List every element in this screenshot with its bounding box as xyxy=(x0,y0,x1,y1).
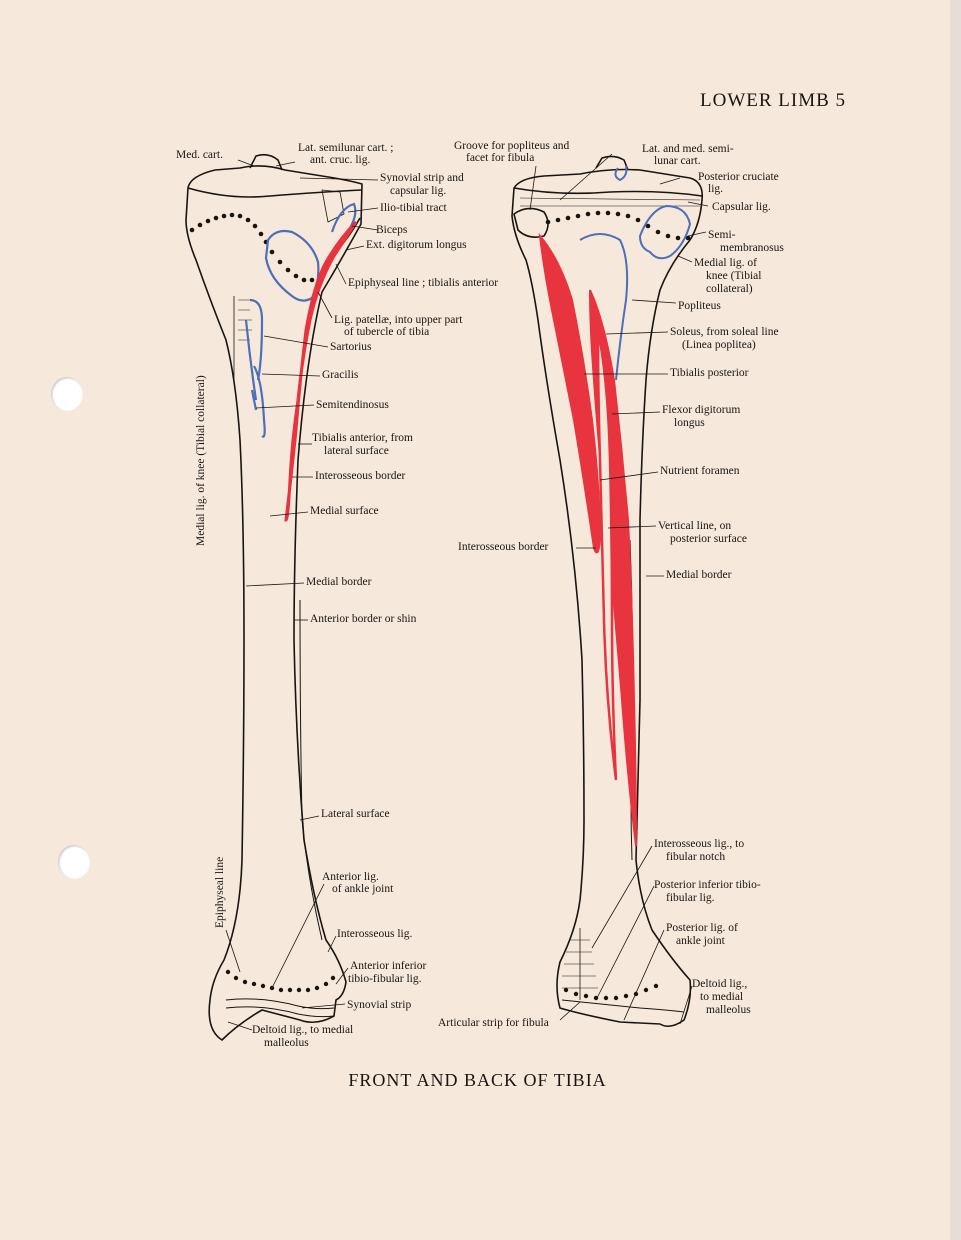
label-nutrient-foramen: Nutrient foramen xyxy=(660,465,740,477)
back-fibular-facet xyxy=(513,207,549,238)
label-to-medial: to medial xyxy=(700,991,744,1003)
label-back-medial-border: Medial border xyxy=(666,569,732,581)
label-back-malleolus: malleolus xyxy=(706,1004,751,1016)
label-lateral-surface: Lateral surface xyxy=(321,808,390,820)
label-posterior-inferior: Posterior inferior tibio- xyxy=(654,879,761,891)
leader-lines xyxy=(225,153,709,1031)
label-posterior-cruciate-lig: lig. xyxy=(708,183,724,195)
label-front-medial-border: Medial border xyxy=(306,576,372,588)
label-linea-poplitea: (Linea poplitea) xyxy=(682,339,756,351)
label-capsular-lig: capsular lig. xyxy=(390,185,447,197)
back-epiphyseal-dots xyxy=(545,210,691,1001)
label-posterior-surface: posterior surface xyxy=(670,533,747,545)
label-medial-lig-knee-vertical: Medial lig. of knee (Tibial collateral) xyxy=(195,375,207,546)
back-red-muscles xyxy=(538,232,637,847)
back-tibia-outline xyxy=(511,168,704,1028)
label-ext-digitorum-longus: Ext. digitorum longus xyxy=(366,239,467,251)
label-tibio-fibular-lig: tibio-fibular lig. xyxy=(348,973,422,985)
label-lunar-cart: lunar cart. xyxy=(654,155,701,167)
front-tibia-outline xyxy=(185,165,363,1041)
page-edge-shadow xyxy=(950,0,961,1240)
label-longus: longus xyxy=(674,417,705,429)
back-blue-attachments xyxy=(579,165,692,381)
label-lat-semilunar: Lat. semilunar cart. ; xyxy=(298,142,394,154)
page-header: LOWER LIMB 5 xyxy=(700,90,847,111)
label-facet-for-fibula: facet for fibula xyxy=(466,152,535,164)
label-of-ankle-joint: of ankle joint xyxy=(332,883,394,895)
front-tibia-top-rim xyxy=(187,187,363,198)
label-gracilis: Gracilis xyxy=(322,369,359,381)
label-medial-lig-of: Medial lig. of xyxy=(694,257,757,269)
label-knee-tibial: knee (Tibial xyxy=(706,270,762,282)
label-soleus: Soleus, from soleal line xyxy=(670,326,779,338)
label-lat-med-semi: Lat. and med. semi- xyxy=(642,143,734,155)
front-synovial-strip xyxy=(225,998,335,1010)
label-front-interosseous-border: Interosseous border xyxy=(315,470,406,482)
label-vertical-line: Vertical line, on xyxy=(658,520,732,532)
label-epiphyseal-tibialis-anterior: Epiphyseal line ; tibialis anterior xyxy=(348,277,499,289)
label-posterior-cruciate: Posterior cruciate xyxy=(698,171,779,183)
label-back-interosseous-border: Interosseous border xyxy=(458,541,549,553)
label-biceps: Biceps xyxy=(376,224,408,236)
label-epiphyseal-line-vertical: Epiphyseal line xyxy=(214,856,226,928)
label-articular-strip: Articular strip for fibula xyxy=(438,1017,549,1029)
label-semitendinosus: Semitendinosus xyxy=(316,399,389,411)
label-semi: Semi- xyxy=(708,229,736,241)
label-membranosus: membranosus xyxy=(720,242,784,254)
label-tibialis-posterior: Tibialis posterior xyxy=(670,367,749,379)
label-collateral: collateral) xyxy=(706,283,753,295)
binder-hole-top xyxy=(51,377,83,411)
label-back-deltoid-lig: Deltoid lig., xyxy=(692,978,748,990)
label-synovial-strip-capsular: Synovial strip and xyxy=(380,172,464,184)
label-ant-cruc-lig: ant. cruc. lig. xyxy=(310,154,371,166)
label-med-cart: Med. cart. xyxy=(176,149,223,161)
label-sartorius: Sartorius xyxy=(330,341,372,353)
label-popliteus: Popliteus xyxy=(678,300,721,312)
label-capsular-lig-back: Capsular lig. xyxy=(712,201,771,213)
label-medial-surface: Medial surface xyxy=(310,505,379,517)
figure-caption: FRONT AND BACK OF TIBIA xyxy=(348,1070,607,1090)
label-fibular-notch: fibular notch xyxy=(666,851,726,863)
label-fibular-lig: fibular lig. xyxy=(666,892,715,904)
label-lateral-surface-sub: lateral surface xyxy=(324,445,389,457)
label-synovial-strip: Synovial strip xyxy=(347,999,412,1011)
label-ankle-joint: ankle joint xyxy=(676,935,725,947)
label-interosseous-lig: Interosseous lig. xyxy=(337,928,413,940)
label-anterior-border-shin: Anterior border or shin xyxy=(310,613,417,625)
label-groove-popliteus: Groove for popliteus and xyxy=(454,140,570,152)
label-front-malleolus: malleolus xyxy=(264,1037,309,1049)
label-posterior-lig-of: Posterior lig. of xyxy=(666,922,738,934)
label-ilio-tibial-tract: Ilio-tibial tract xyxy=(380,202,447,214)
label-front-deltoid-lig: Deltoid lig., to medial xyxy=(252,1024,354,1036)
front-lateral-line xyxy=(299,599,323,941)
label-anterior-inferior: Anterior inferior xyxy=(350,960,427,972)
label-lig-patellae: Lig. patellæ, into upper part xyxy=(334,314,463,326)
label-tubercle-of-tibia: of tubercle of tibia xyxy=(344,326,430,338)
label-interosseous-lig-to: Interosseous lig., to xyxy=(654,838,745,850)
label-tibialis-anterior-from: Tibialis anterior, from xyxy=(312,432,414,444)
label-flexor-digitorum: Flexor digitorum xyxy=(662,404,741,416)
front-tibialis-anterior-red xyxy=(284,220,358,522)
label-anterior-lig: Anterior lig. xyxy=(322,871,379,883)
binder-hole-bottom xyxy=(58,845,90,879)
